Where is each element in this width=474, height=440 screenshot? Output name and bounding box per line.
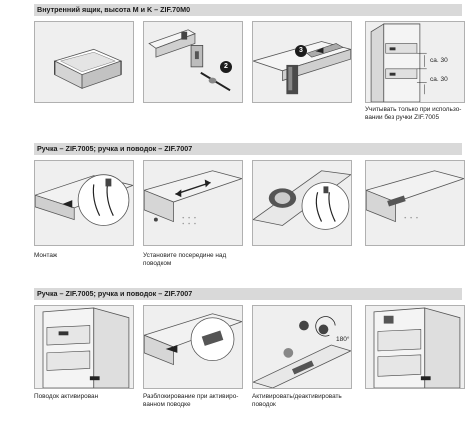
caption-toggle-driver: Активировать/деактивировать поводок xyxy=(252,393,342,408)
illustration-driver-activated xyxy=(34,305,134,389)
step-number-2: 2 xyxy=(220,61,232,73)
illustration-handle-mounting xyxy=(34,160,134,246)
illustration-inner-drawer xyxy=(34,21,134,103)
illustration-rail-attach xyxy=(252,21,352,103)
caption-driver-activated: Поводок активирован xyxy=(34,393,99,400)
dimension-label-lower: ca. 30 xyxy=(430,76,448,83)
dimension-label-upper: ca. 30 xyxy=(430,57,448,64)
caption-unlock: Разблокирование при активиро- ванном пов… xyxy=(143,393,239,408)
illustration-toggle-driver xyxy=(252,305,352,389)
illustration-handle-installed xyxy=(365,160,465,246)
caption-mounting: Монтаж xyxy=(34,252,58,259)
caption-note-without-handle: Учитывать только при использо- вании без… xyxy=(365,106,462,121)
illustration-handle-detail xyxy=(252,160,352,246)
illustration-unlock xyxy=(143,305,243,389)
illustration-center-above-driver xyxy=(143,160,243,246)
rotation-angle-label: 180° xyxy=(336,336,350,343)
illustration-cabinet-driver xyxy=(365,305,465,389)
caption-center-above-driver: Установите посередине над поводком xyxy=(143,252,227,267)
section-title-inner-drawer: Внутренний ящик, высота M и K – ZIF.70M0 xyxy=(34,4,462,16)
section-title-handle-mount: Ручка – ZIF.7005; ручка и поводок – ZIF.… xyxy=(34,143,462,155)
step-number-3: 3 xyxy=(295,45,307,57)
illustration-cabinet-clearance xyxy=(365,21,465,103)
section-title-handle-driver: Ручка – ZIF.7005; ручка и поводок – ZIF.… xyxy=(34,288,462,300)
